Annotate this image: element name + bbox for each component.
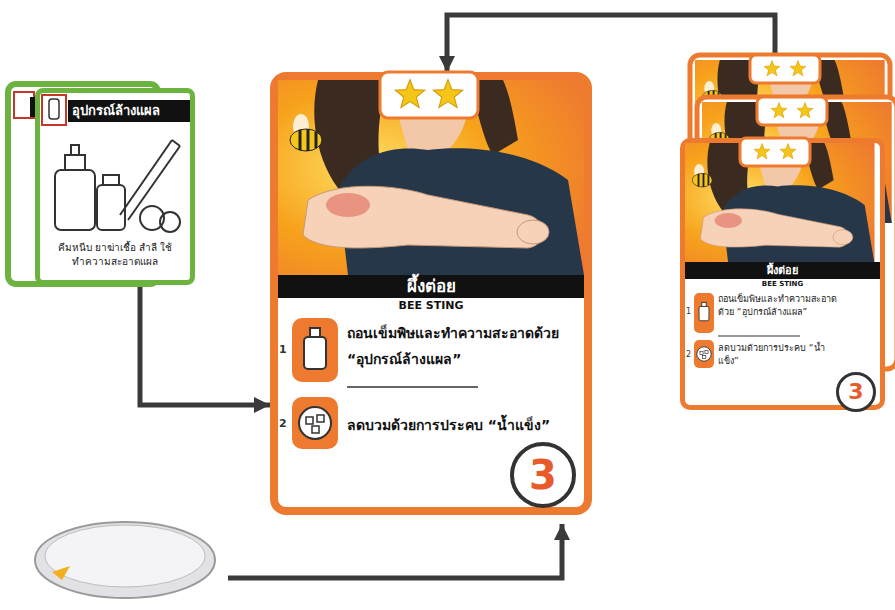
card-heading: ผึ้งต่อย [278,275,584,298]
score-badge: 3 [510,442,576,508]
step-row: 1 ถอนเข็มพิษและทำความสะอาดด้วย “อุปกรณ์ล้… [685,291,880,338]
card-heading: 2 [686,350,694,360]
card-text: ลดบวมด้วยการประคบ “น้ำแข็ง” [718,342,833,368]
green-card-art [42,95,190,232]
card-text: ลดบวมด้วยการประคบ “น้ำแข็ง” [347,412,577,438]
flow-arrow [228,524,562,578]
card-text: 3 [514,450,572,500]
card-heading: ผึ้งต่อย [685,262,880,279]
card-text: คีมหนีบ ยาฆ่าเชื้อ สำลี ใช้ทำความสะอาดแผ… [45,241,185,269]
score-badge: 3 [836,372,876,412]
card-heading: 1 [279,343,291,357]
card-heading: 1 [686,307,694,317]
card-heading: 2 [279,417,291,431]
card-text: BEE STING [685,280,880,289]
card-heading: อุปกรณ์ล้างแผล [72,102,187,120]
card-text: 3 [839,375,873,409]
flow-arrow [140,285,270,405]
center-card-art [278,72,584,449]
token-disc [35,522,215,598]
right-card-art [685,138,880,368]
step-row: 2 ลดบวมด้วยการประคบ “น้ำแข็ง” [685,339,880,373]
card-text: BEE STING [278,299,584,313]
card-text: ถอนเข็มพิษและทำความสะอาดด้วย “อุปกรณ์ล้า… [347,320,577,372]
card-text: ถอนเข็มพิษและทำความสะอาดด้วย “อุปกรณ์ล้า… [718,293,848,319]
